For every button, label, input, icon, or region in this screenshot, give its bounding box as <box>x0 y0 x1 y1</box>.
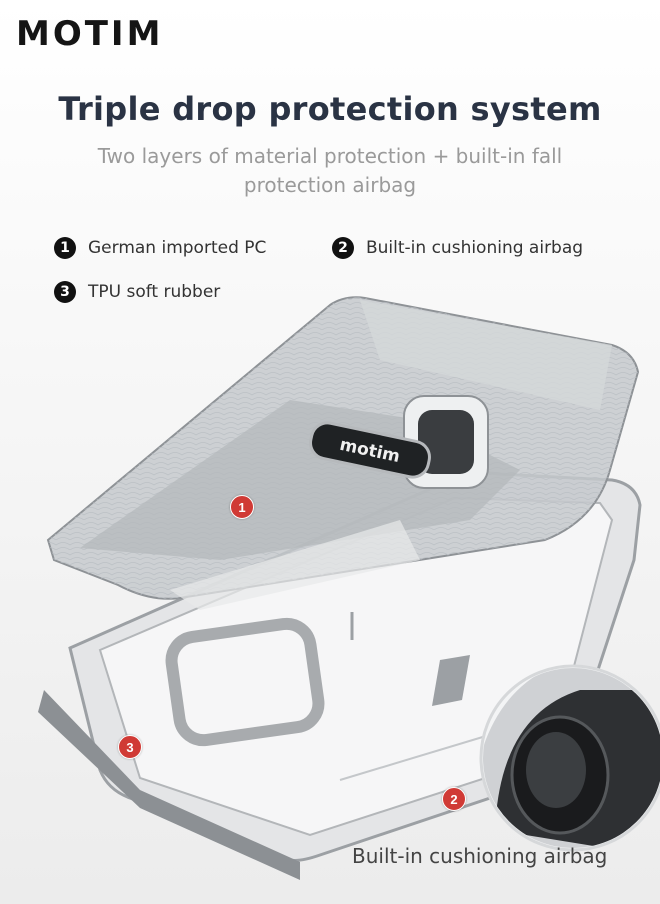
marker-airbag: 2 <box>442 787 466 811</box>
page-title: Triple drop protection system <box>58 90 602 128</box>
marker-tpu: 3 <box>118 735 142 759</box>
case-badge: motim <box>309 421 431 479</box>
feature-tpu: 3 TPU soft rubber <box>54 281 220 303</box>
brand-logo: MOTIM <box>16 14 164 54</box>
camera-ring <box>418 410 474 474</box>
zoom-caption: Built-in cushioning airbag <box>352 844 608 868</box>
airbag-zoom <box>479 664 660 852</box>
feature-number-1: 1 <box>54 237 76 259</box>
feature-pc: 1 German imported PC <box>54 237 266 259</box>
feature-label-3: TPU soft rubber <box>88 282 221 302</box>
feature-airbag: 2 Built-in cushioning airbag <box>332 237 583 259</box>
zoom-pointer <box>339 735 487 781</box>
feature-label-1: German imported PC <box>88 238 267 258</box>
page-subtitle: Two layers of material protection + buil… <box>97 144 563 197</box>
feature-number-2: 2 <box>332 237 354 259</box>
marker-pc: 1 <box>230 495 254 519</box>
feature-number-3: 3 <box>54 281 76 303</box>
feature-label-2: Built-in cushioning airbag <box>366 238 584 258</box>
